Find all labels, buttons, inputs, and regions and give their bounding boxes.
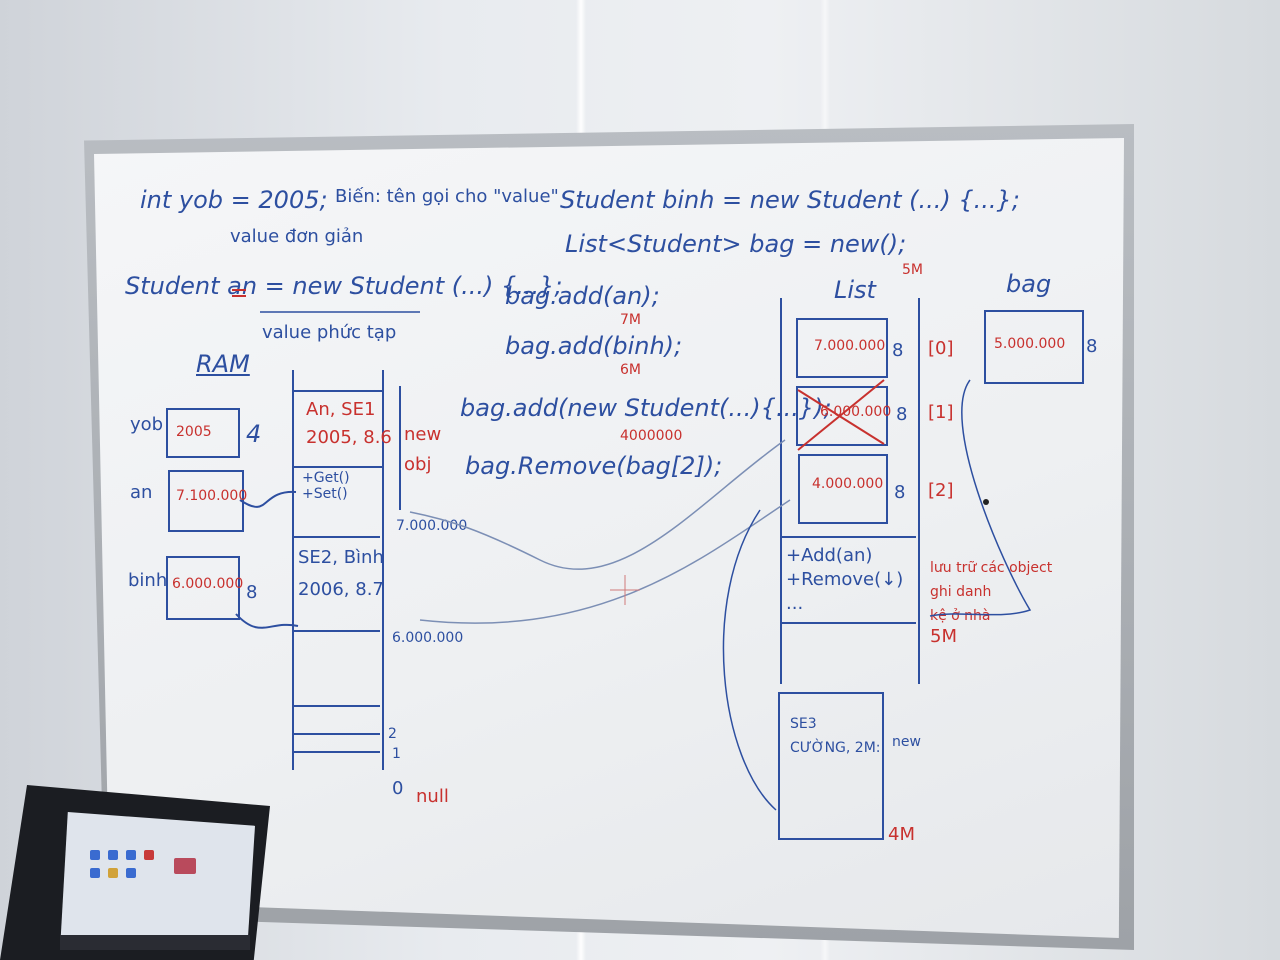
var-yob-name: yob [130, 414, 164, 435]
bag-title: bag [1006, 270, 1052, 298]
var-yob-box [166, 408, 240, 458]
add-new-addr: 4000000 [620, 428, 683, 444]
var-an-name: an [130, 482, 153, 503]
list-title: List [834, 276, 876, 304]
list-slot-0-value: 7.000.000 [814, 338, 886, 354]
value-complex-note: value phức tạp [262, 322, 397, 343]
list-methods: +Add(an) +Remove(↓) ... [786, 545, 904, 614]
add-binh-addr: 6M [620, 362, 641, 378]
app-icon [126, 868, 136, 878]
list-slot-2-index: [2] [928, 480, 954, 501]
var-yob-size: 4 [246, 420, 262, 448]
ram-column [292, 370, 384, 770]
obj2-data: SE2, Bình 2006, 8.7 [298, 547, 384, 600]
ram-title: RAM [196, 350, 250, 378]
code-remove: bag.Remove(bag[2]); [465, 452, 723, 480]
list-size-note: 5M [902, 262, 923, 278]
list-slot-1-size: 8 [896, 404, 908, 425]
se3-addr: 4M [888, 824, 915, 845]
bag-box [984, 310, 1084, 384]
list-methods-box [780, 536, 916, 624]
arrow-list-to-obj1 [409, 439, 786, 570]
ram-marker-0: 0 [392, 778, 404, 799]
list-slot-0-index: [0] [928, 338, 954, 359]
thumbnail-icon [174, 858, 196, 874]
app-icon [108, 850, 118, 860]
code-student-an: Student an = new Student (...) {...}; [125, 272, 563, 300]
arrow-bag-to-list [929, 379, 1032, 617]
obj1-data: An, SE1 2005, 8.6 [306, 399, 392, 448]
arrow-an-to-obj1 [239, 490, 297, 508]
list-slot-2 [798, 454, 888, 524]
ram-marker-1: 1 [392, 746, 401, 762]
arrow-binh-to-obj2 [235, 613, 299, 629]
app-icon [108, 868, 118, 878]
add-an-addr: 7M [620, 312, 641, 328]
var-binh-box [166, 556, 240, 620]
code-add-new: bag.add(new Student(...){...}); [460, 394, 832, 422]
cross-slot-1-b [797, 379, 885, 451]
cross-slot-1-a [797, 389, 885, 445]
list-addr: 5M [930, 626, 957, 647]
code-student-binh: Student binh = new Student (...) {...}; [560, 186, 1020, 214]
list-slot-0-size: 8 [892, 340, 904, 361]
laptop-screen [60, 812, 255, 950]
new-obj-label: new obj [404, 424, 442, 475]
whiteboard [94, 138, 1124, 938]
arrow-list-to-se3 [722, 509, 777, 811]
app-icon [126, 850, 136, 860]
code-variable-note: Biến: tên gọi cho "value" [335, 186, 559, 207]
obj1-data-box [292, 390, 384, 468]
obj2-box [292, 536, 380, 632]
list-slot-0 [796, 318, 888, 378]
list-slot-1-index: [1] [928, 402, 954, 423]
code-add-an: bag.add(an); [505, 282, 660, 310]
null-label: null [416, 786, 449, 807]
code-int-yob: int yob = 2005; [140, 186, 328, 214]
var-binh-name: binh [128, 570, 168, 591]
dot-marker [983, 499, 989, 505]
list-column [780, 298, 920, 684]
list-note: lưu trữ các object ghi danh kệ ở nhà [930, 560, 1053, 624]
bag-value: 5.000.000 [994, 336, 1066, 352]
laptop-taskbar [60, 935, 250, 950]
list-slot-2-size: 8 [894, 482, 906, 503]
ram-marker-2: 2 [388, 726, 397, 742]
var-yob-value: 2005 [176, 424, 212, 440]
code-list-bag: List<Student> bag = new(); [565, 230, 907, 258]
list-slot-2-value: 4.000.000 [812, 476, 884, 492]
se3-data: SE3 CƯỜNG, 2M: [790, 716, 881, 756]
app-icon [90, 850, 100, 860]
se3-box [778, 692, 884, 840]
list-slot-1 [796, 386, 888, 446]
code-add-binh: bag.add(binh); [505, 332, 683, 360]
bag-size: 8 [1086, 336, 1098, 357]
obj1-methods: +Get() +Set() [302, 470, 350, 502]
value-simple-note: value đơn giản [230, 226, 364, 247]
var-binh-size: 8 [246, 582, 258, 603]
ram-addr-2: 6.000.000 [392, 630, 464, 646]
var-an-value: 7.100.000 [176, 488, 248, 504]
app-icon [144, 850, 154, 860]
app-icon [90, 868, 100, 878]
arrow-list-to-obj2 [419, 499, 791, 624]
var-binh-value: 6.000.000 [172, 576, 244, 592]
se3-new: new [892, 734, 921, 750]
